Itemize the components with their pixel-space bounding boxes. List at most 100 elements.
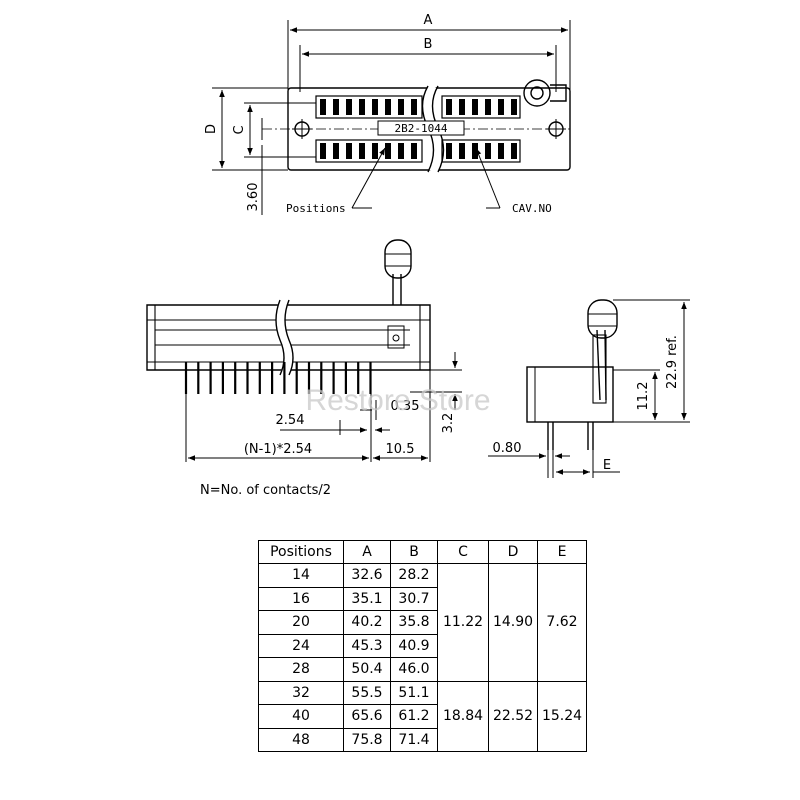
table-row: 24 45.3 40.9 [258, 633, 587, 658]
contact-cell [511, 99, 517, 115]
contact-cell [333, 143, 339, 159]
mounting-hole-left [292, 119, 312, 139]
cell-d-group2: 22.52 [488, 680, 538, 752]
contact-cell [359, 143, 365, 159]
dim-105-label: 10.5 [386, 442, 415, 457]
dim-112-label: 11.2 [636, 382, 651, 411]
table-row: 14 32.6 28.2 11.22 14.90 7.62 [258, 563, 587, 682]
contact-cell [485, 143, 491, 159]
cell-positions: 14 [258, 563, 344, 588]
cell-a: 45.3 [343, 633, 391, 658]
dim-080-label: 0.80 [493, 441, 522, 456]
cell-b: 46.0 [390, 657, 438, 682]
contact-cell [320, 99, 326, 115]
contact-cell [359, 99, 365, 115]
dim-035-label: 0.35 [391, 399, 420, 414]
mounting-hole-right [546, 119, 566, 139]
upper-contact-row [315, 95, 521, 119]
cell-d-group1: 14.90 [488, 563, 538, 682]
dim-a-label: A [424, 13, 433, 28]
dim-360-label: 3.60 [246, 183, 261, 212]
contact-cell [485, 99, 491, 115]
table-row: 20 40.2 35.8 [258, 610, 587, 635]
cell-positions: 28 [258, 657, 344, 682]
contact-cell [498, 99, 504, 115]
dim-32-label: 3.2 [441, 413, 456, 434]
cav-no-callout: CAV.NO [512, 202, 552, 215]
contact-cell [385, 99, 391, 115]
cell-b: 40.9 [390, 633, 438, 658]
cell-b: 35.8 [390, 610, 438, 635]
cell-e-group2: 15.24 [537, 680, 587, 752]
cell-c-group2: 18.84 [437, 680, 489, 752]
front-pins [184, 362, 372, 394]
part-marking-box [377, 120, 465, 136]
positions-callout: Positions [286, 202, 346, 215]
contact-cell [472, 99, 478, 115]
header-d: D [488, 540, 538, 564]
contact-cell [411, 99, 417, 115]
dim-n1-label: (N-1)*2.54 [244, 442, 312, 457]
header-b: B [390, 540, 438, 564]
part-marking-text: 2B2-1044 [395, 122, 448, 135]
cell-positions: 40 [258, 704, 344, 729]
side-view [488, 299, 690, 478]
contact-cell [333, 99, 339, 115]
watermark: Restore Store [305, 384, 490, 417]
cell-positions: 48 [258, 727, 344, 752]
cell-c-group1: 11.22 [437, 563, 489, 682]
cell-a: 35.1 [343, 586, 391, 611]
dim-d-label: D [204, 124, 219, 134]
cell-a: 40.2 [343, 610, 391, 635]
header-a: A [343, 540, 391, 564]
side-lever [587, 299, 618, 401]
cell-a: 55.5 [343, 680, 391, 705]
contact-cell [459, 143, 465, 159]
contact-cell [498, 143, 504, 159]
table-row: 16 35.1 30.7 [258, 586, 587, 611]
cell-a: 75.8 [343, 727, 391, 752]
cell-a: 65.6 [343, 704, 391, 729]
lever-boss [523, 79, 567, 107]
cell-a: 50.4 [343, 657, 391, 682]
contacts-note: N=No. of contacts/2 [200, 483, 331, 498]
table-row: 48 75.8 71.4 [258, 727, 587, 752]
front-view [146, 239, 462, 462]
dim-b-label: B [424, 37, 433, 52]
contact-cell [398, 99, 404, 115]
cell-positions: 24 [258, 633, 344, 658]
contact-cell [446, 99, 452, 115]
cell-positions: 32 [258, 680, 344, 705]
header-positions: Positions [258, 540, 344, 564]
table-row: 32 55.5 51.1 18.84 22.52 15.24 [258, 680, 587, 752]
cell-e-group1: 7.62 [537, 563, 587, 682]
table-header-row: Positions A B C D E [258, 540, 587, 564]
contact-cell [372, 99, 378, 115]
cell-b: 30.7 [390, 586, 438, 611]
top-view [212, 20, 571, 215]
contact-cell [472, 143, 478, 159]
cell-positions: 20 [258, 610, 344, 635]
contact-cell [459, 99, 465, 115]
header-c: C [437, 540, 489, 564]
table-row: 40 65.6 61.2 [258, 704, 587, 729]
cell-b: 71.4 [390, 727, 438, 752]
contact-cell [372, 143, 378, 159]
dim-c-label: C [232, 125, 247, 134]
cell-b: 28.2 [390, 563, 438, 588]
dimension-table: Positions A B C D E 14 32.6 28.2 11.22 1… [258, 540, 587, 752]
header-e: E [537, 540, 587, 564]
dim-254-label: 2.54 [276, 413, 305, 428]
contact-cell [411, 143, 417, 159]
top-contacts [320, 99, 517, 159]
cell-b: 51.1 [390, 680, 438, 705]
contact-cell [446, 143, 452, 159]
contact-cell [398, 143, 404, 159]
dim-229-label: 22.9 ref. [665, 335, 680, 389]
contact-cell [511, 143, 517, 159]
contact-cell [320, 143, 326, 159]
cell-positions: 16 [258, 586, 344, 611]
lower-contact-row [315, 139, 521, 163]
cell-b: 61.2 [390, 704, 438, 729]
